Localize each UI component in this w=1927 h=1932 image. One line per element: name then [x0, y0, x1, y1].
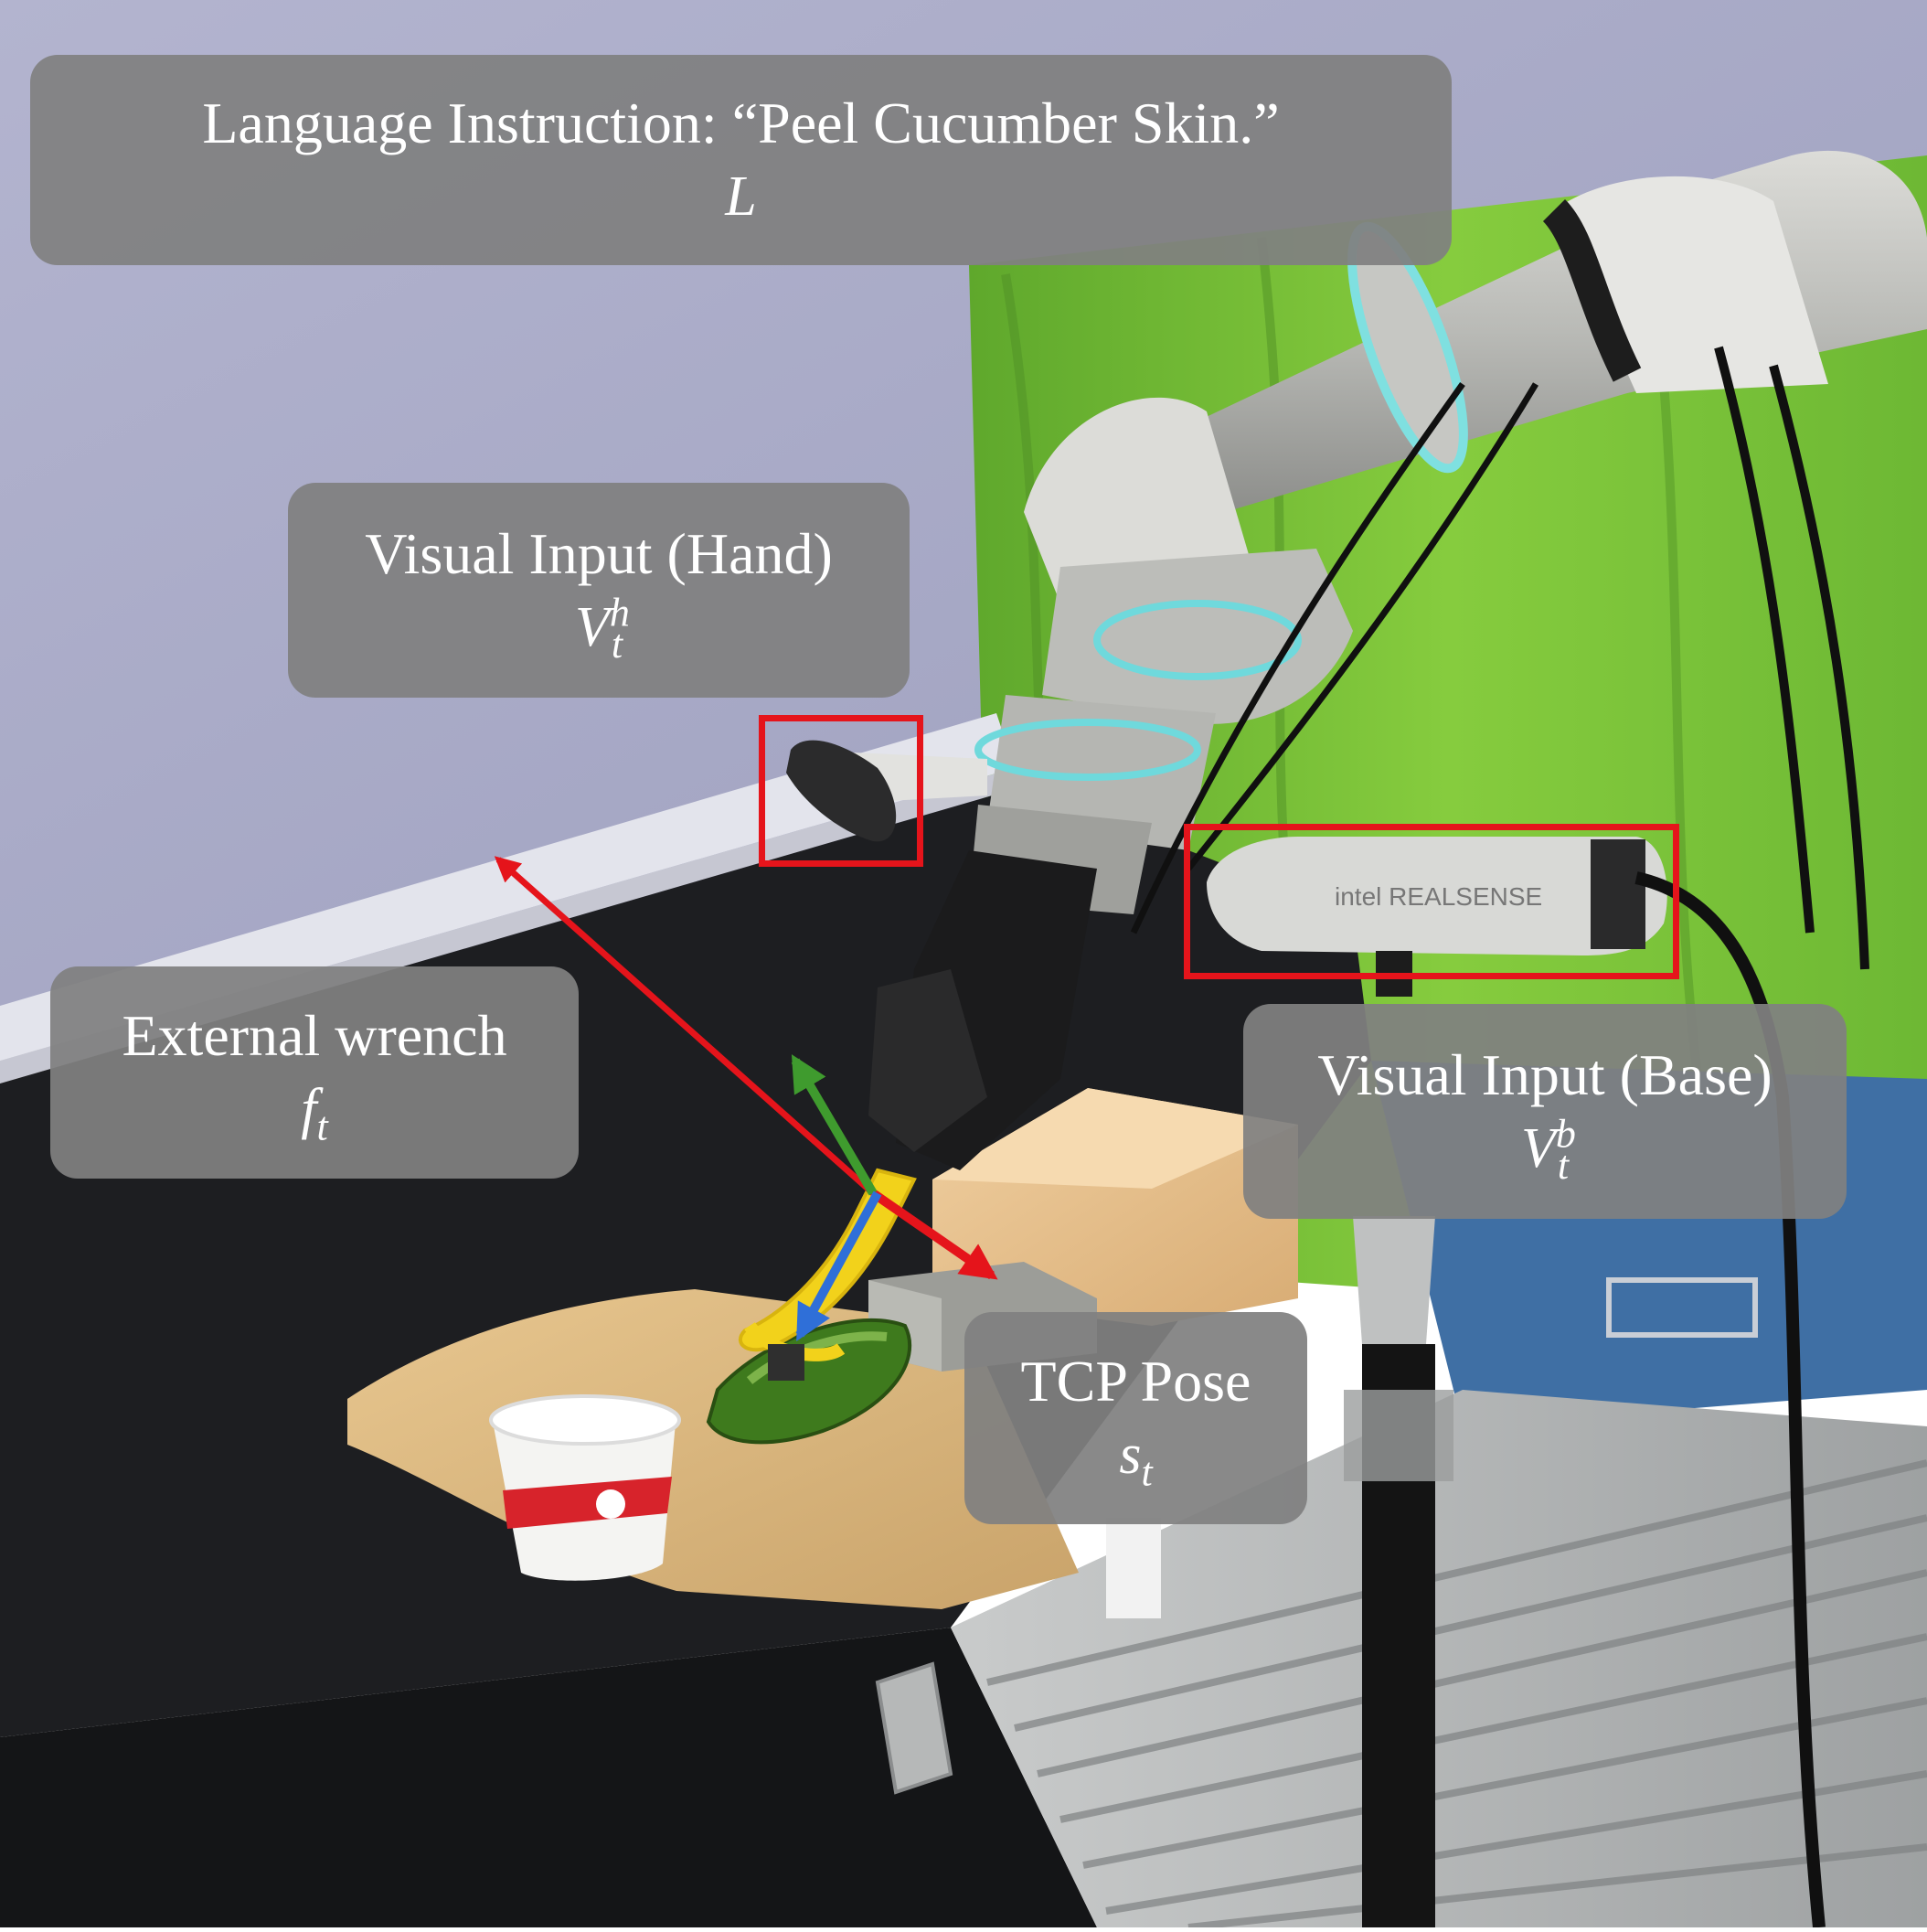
tcp-symbol-base: s — [1119, 1424, 1142, 1486]
tcp-x-axis-arrow — [870, 1189, 998, 1280]
external-wrench-arrow — [494, 856, 876, 1196]
visual-input-base-text: Visual Input (Base) — [1317, 1041, 1773, 1107]
wrench-symbol-base: f — [301, 1078, 317, 1140]
hand-symbol-base: V — [574, 595, 610, 658]
visual-input-hand-symbol: Vht — [574, 591, 630, 667]
tcp-y-axis-arrow — [791, 1054, 878, 1196]
hand-symbol-sub: t — [611, 621, 623, 667]
hand-symbol-sup: h — [609, 589, 630, 635]
base-symbol-sub: t — [1557, 1142, 1570, 1188]
visual-input-base-symbol: Vbt — [1520, 1112, 1576, 1188]
visual-input-hand-label: Visual Input (Hand) Vht — [288, 483, 910, 698]
base-camera-highlight — [1184, 824, 1679, 979]
language-instruction-label: Language Instruction: “Peel Cucumber Ski… — [30, 55, 1452, 265]
realsense-brand-text: intel REALSENSE — [1335, 882, 1542, 911]
language-symbol: L — [725, 165, 757, 228]
external-wrench-symbol: ft — [301, 1073, 328, 1149]
tcp-pose-symbol: st — [1119, 1418, 1153, 1495]
tcp-pose-label: TCP Pose st — [964, 1312, 1307, 1524]
external-wrench-label: External wrench ft — [50, 966, 579, 1179]
tcp-symbol-sub: t — [1141, 1449, 1153, 1495]
language-instruction-text: Language Instruction: “Peel Cucumber Ski… — [202, 91, 1280, 155]
tcp-pose-text: TCP Pose — [1020, 1349, 1251, 1414]
base-symbol-base: V — [1520, 1116, 1556, 1179]
tcp-z-axis-arrow — [795, 1190, 882, 1342]
wrench-symbol-sub: t — [316, 1104, 328, 1149]
hand-camera-highlight — [759, 715, 923, 867]
base-symbol-sup: b — [1555, 1110, 1576, 1156]
external-wrench-text: External wrench — [122, 1003, 507, 1068]
visual-input-hand-text: Visual Input (Hand) — [365, 520, 833, 586]
visual-input-base-label: Visual Input (Base) Vbt — [1243, 1004, 1847, 1219]
